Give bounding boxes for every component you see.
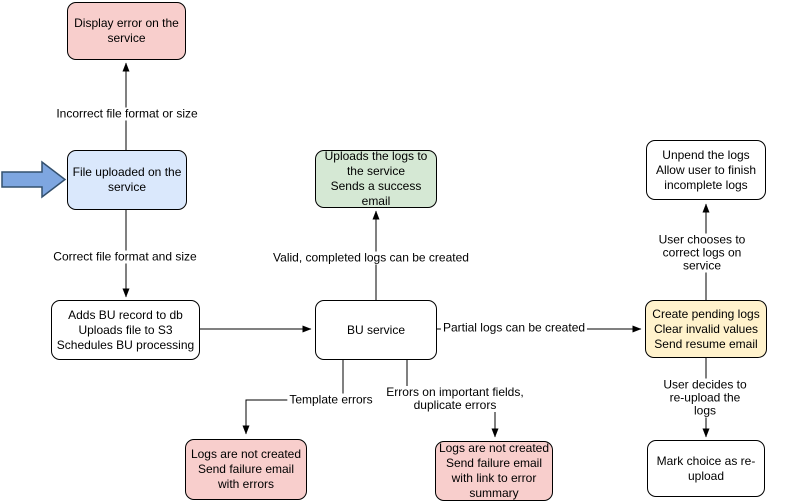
edge-label-correct-on-service: User chooses to correct logs on service: [652, 233, 752, 273]
edge-label-partial-logs: Partial logs can be created: [440, 320, 588, 335]
edge-label-correct-format: Correct file format and size: [51, 249, 199, 264]
edge-label-reupload: User decides to re-upload the logs: [657, 378, 753, 418]
node-adds-bu-record: Adds BU record to db Uploads file to S3 …: [51, 300, 200, 360]
node-upload-success: Uploads the logs to the service Sends a …: [315, 149, 437, 208]
edge-label-template-errors: Template errors: [287, 392, 375, 407]
node-file-uploaded: File uploaded on the service: [67, 150, 187, 210]
entry-arrow-icon: [1, 160, 67, 199]
node-bu-service: BU service: [315, 300, 437, 360]
node-failure-errors: Logs are not created Send failure email …: [185, 439, 307, 500]
node-create-pending: Create pending logs Clear invalid values…: [645, 300, 767, 358]
edge-label-incorrect-format: Incorrect file format or size: [54, 106, 200, 121]
node-mark-reupload: Mark choice as re- upload: [647, 440, 765, 497]
node-display-error: Display error on the service: [67, 2, 186, 60]
node-unpend-logs: Unpend the logs Allow user to finish inc…: [646, 140, 766, 200]
edge-label-important-field-errors: Errors on important fields, duplicate er…: [384, 385, 526, 412]
node-failure-summary: Logs are not created Send failure email …: [435, 441, 553, 501]
edge-label-valid-logs: Valid, completed logs can be created: [271, 250, 471, 265]
